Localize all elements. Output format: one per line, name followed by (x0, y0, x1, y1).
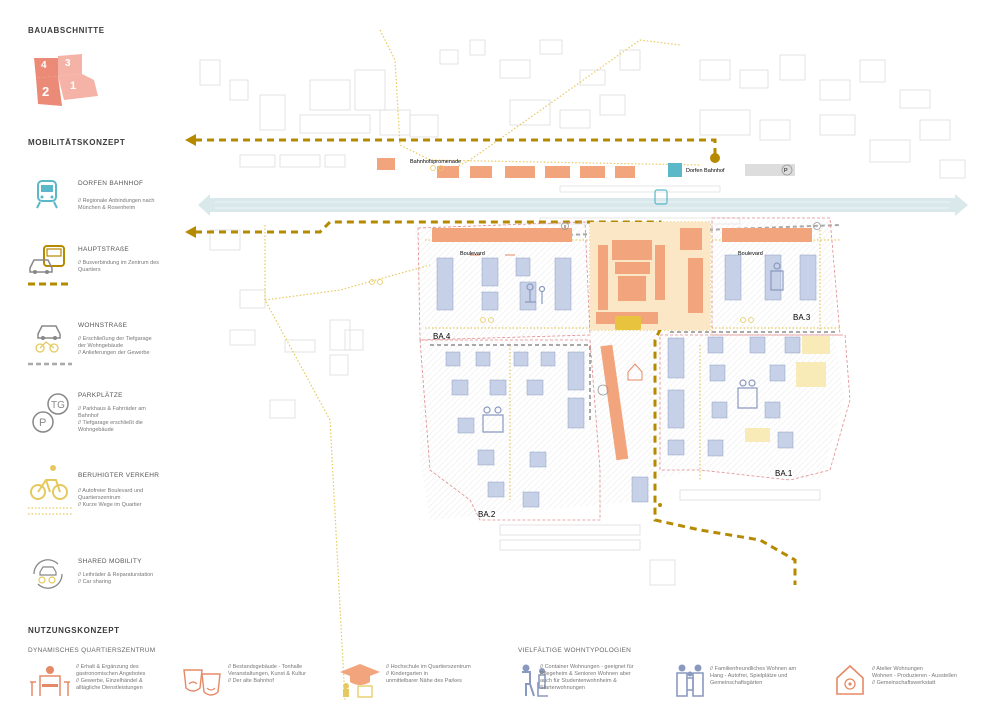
usage-desc-gastronomy: // Erhalt & Ergänzung des gastronomische… (76, 664, 146, 691)
cyclist-icon (28, 465, 72, 515)
section-title-bauabschnitte: BAUABSCHNITTE (28, 26, 105, 35)
svg-text:TG: TG (51, 400, 65, 411)
legend-title-parking: PARKPLÄTZE (78, 392, 123, 399)
senior-map-icon (525, 283, 546, 304)
phase-2-label: 2 (42, 84, 50, 99)
train-map-icon (654, 189, 668, 205)
graduation-icon (340, 664, 380, 698)
legend-desc-quiet-traffic: // Autofreier Boulevard und Quartierszen… (78, 488, 144, 508)
context-buildings (199, 39, 966, 586)
railway (198, 164, 968, 225)
legend-title-shared-mobility: SHARED MOBILITY (78, 558, 142, 565)
label-ba3: BA.3 (793, 313, 811, 322)
car-bike-icon (28, 325, 72, 366)
community-spaces (745, 336, 830, 442)
bus-stop-marker (710, 153, 720, 163)
legend-desc-train: // Regionale Anbindungen nach München & … (78, 198, 155, 211)
ba1-marker (658, 503, 662, 507)
legend-title-train: DORFEN BAHNHOF (78, 180, 144, 187)
parking-icon: TG P (32, 393, 69, 433)
label-parking-p: P (784, 168, 788, 174)
label-boulevard-left: Boulevard (460, 251, 485, 257)
parking-tg-markers (561, 222, 821, 396)
label-ba2: BA.2 (478, 510, 496, 519)
legend-desc-main-road: // Busverbindung im Zentrum des Quartier… (78, 260, 160, 273)
atelier-house-icon (836, 664, 864, 695)
shared-mobility-icon (33, 559, 63, 589)
central-district (590, 222, 710, 461)
family-map-icon-left (482, 406, 504, 433)
section-title-usage: NUTZUNGSKONZEPT (28, 626, 120, 635)
legend-title-residential-street: WOHNSTRAßE (78, 322, 128, 329)
svg-text:P: P (39, 417, 46, 429)
theater-masks-icon (183, 669, 221, 696)
legend-desc-residential-street: // Erschließung der Tiefgarage der Wohng… (78, 336, 152, 356)
label-dorfen-bahnhof: Dorfen Bahnhof (686, 168, 725, 174)
legend-desc-shared-mobility: // Leihräder & Reparaturstation // Car s… (78, 572, 154, 585)
family-icon (676, 664, 704, 697)
residential-buildings (436, 254, 817, 508)
family-map-icon-right (737, 379, 758, 409)
legend-title-quiet-traffic: BERUHIGTER VERKEHR (78, 472, 160, 479)
phase-4-label: 4 (41, 60, 47, 71)
usage-desc-container-living: // Container Wohnungen - geeignet für Pf… (540, 664, 634, 691)
label-ba4: BA.4 (433, 332, 451, 341)
house-map-icon (627, 363, 643, 381)
usage-desc-culture: // Bestandsgebäude - Tonhalle Veranstalt… (228, 664, 306, 684)
phase-3-label: 3 (65, 58, 71, 69)
dorfen-bahnhof-building (668, 163, 682, 177)
legend-title-main-road: HAUPTSTRAßE (78, 246, 129, 253)
usage-desc-atelier: // Atelier Wohnungen Wohnen - Produziere… (872, 666, 957, 686)
train-icon (36, 180, 58, 209)
main-road (195, 138, 797, 585)
station-buildings (377, 158, 812, 242)
usage-right-title: VIELFÄLTIGE WOHNTYPOLOGIEN (518, 647, 632, 654)
usage-desc-family-living: // Familienfreundliches Wohnen am Hang -… (710, 666, 797, 686)
phase-1-label: 1 (70, 80, 77, 92)
usage-left-title: DYNAMISCHES QUARTIERSZENTRUM (28, 647, 156, 654)
phases-diagram: 4 3 2 1 (34, 54, 104, 106)
restaurant-icon (30, 666, 70, 696)
parking-p-marker (781, 164, 793, 176)
label-bahnhofspromenade: Bahnhofspromenade (410, 159, 461, 165)
label-boulevard-right: Boulevard (738, 251, 763, 257)
senior-map-icon-right (770, 262, 784, 291)
label-ba1: BA.1 (775, 469, 793, 478)
bike-map-icons (369, 165, 754, 323)
legend-desc-parking: // Parkhaus & Fahrräder am Bahnhof // Ti… (78, 406, 146, 433)
ba-boundaries (417, 217, 851, 521)
senior-icon (522, 664, 548, 697)
bus-car-icon (28, 245, 72, 286)
phases-shape (34, 54, 98, 106)
usage-desc-education: // Hochschule im Quartierszentrum // Kin… (386, 664, 471, 684)
main-road-arrows (185, 134, 196, 238)
section-title-mobility: MOBILITÄTSKONZEPT (28, 138, 126, 147)
